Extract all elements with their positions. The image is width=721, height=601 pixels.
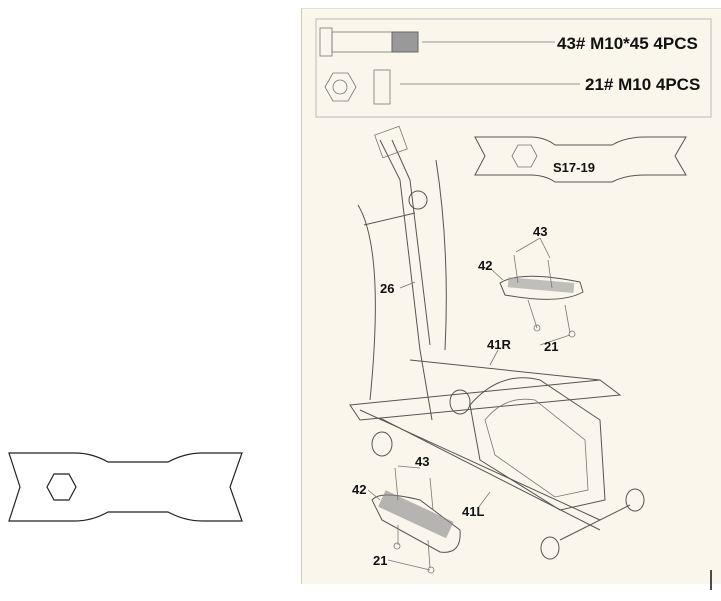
callout-left-pedal-arm: 41L xyxy=(462,504,484,519)
callout-left-pedal: 42 xyxy=(352,482,366,497)
callout-right-bolt: 43 xyxy=(533,224,547,239)
bolt-icon xyxy=(319,27,419,57)
callout-left-nut: 21 xyxy=(373,553,387,568)
callout-left-bolt: 43 xyxy=(415,454,429,469)
wrench-size-label: S17-19 xyxy=(553,160,595,175)
hardware-box: 43# M10*45 4PCS 21# M10 4PCS xyxy=(315,18,712,118)
callout-right-nut: 21 xyxy=(544,339,558,354)
callout-right-pedal-arm: 41R xyxy=(487,337,511,352)
nut-spec-label: 21# M10 4PCS xyxy=(585,75,700,94)
bolt-spec-label: 43# M10*45 4PCS xyxy=(557,34,698,53)
wrench-icon: S17-19 xyxy=(474,136,687,183)
elliptical-machine-drawing xyxy=(349,125,645,574)
large-wrench-icon xyxy=(8,452,243,522)
nut-icon xyxy=(324,69,391,105)
callout-right-pedal: 42 xyxy=(478,258,492,273)
callout-upright: 26 xyxy=(380,281,394,296)
